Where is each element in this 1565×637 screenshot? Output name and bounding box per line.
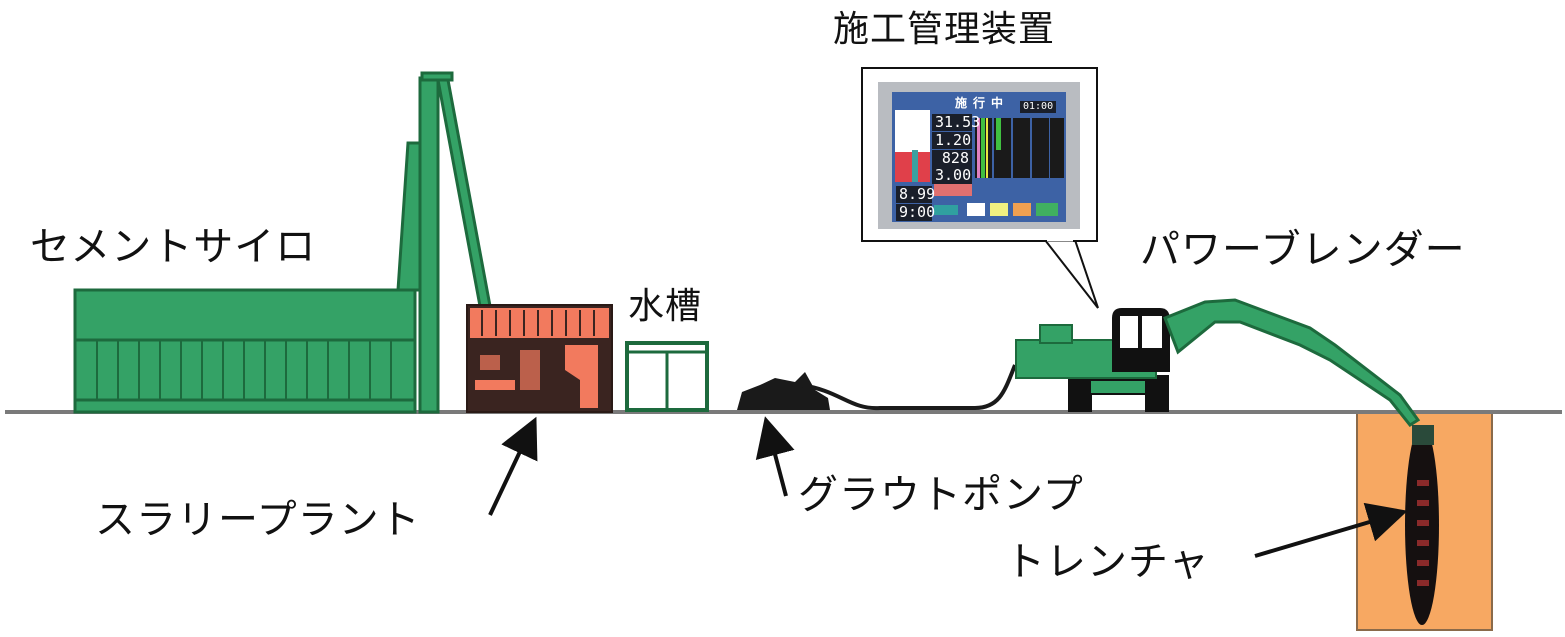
monitor-reading: 9:00 <box>896 204 935 221</box>
grout-pump <box>737 364 1017 411</box>
cement-silo <box>73 71 492 414</box>
monitor-bar-graphs <box>975 118 1064 178</box>
slurry-plant <box>466 304 613 413</box>
arrow-trencher <box>1254 502 1408 558</box>
water-tank <box>625 341 709 412</box>
label-grout-pump: グラウトポンプ <box>798 472 1084 518</box>
label-power-blender: パワーブレンダー <box>1140 227 1466 273</box>
arrow-slurry-plant <box>488 416 538 516</box>
label-water-tank: 水槽 <box>628 286 703 327</box>
monitor-reading: 3.00 <box>932 167 972 184</box>
label-cement-silo: セメントサイロ <box>30 224 317 270</box>
power-blender <box>1015 298 1439 625</box>
monitor-reading: 828 <box>932 150 972 167</box>
monitor-status: 施行中 <box>955 96 1010 110</box>
monitor-reading: 31.53 <box>932 114 980 131</box>
arrow-grout-pump <box>755 416 795 497</box>
label-trencher: トレンチャ <box>1005 539 1210 585</box>
control-device-callout <box>861 67 1099 309</box>
monitor-reading: 1.20 <box>932 132 972 149</box>
monitor-time: 01:00 <box>1020 101 1057 113</box>
monitor-reading: 8.99 <box>896 186 935 203</box>
label-slurry-plant: スラリープラント <box>95 497 421 543</box>
title-control-device: 施工管理装置 <box>833 9 1056 50</box>
